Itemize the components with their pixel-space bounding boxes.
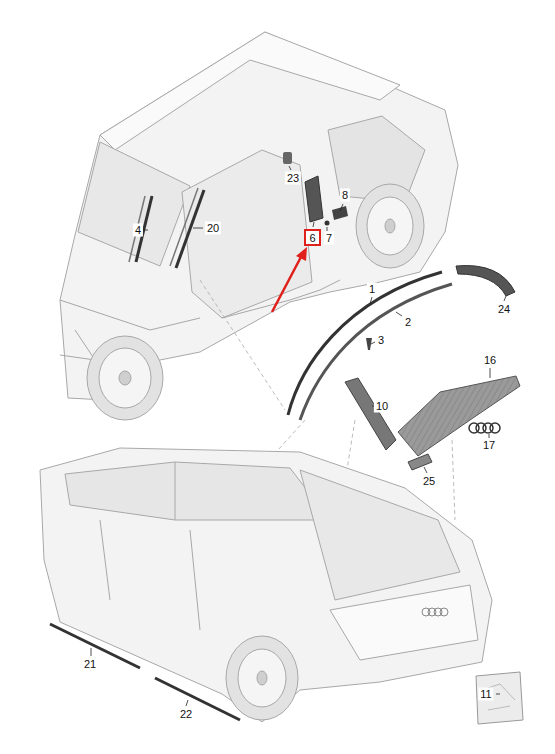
highlight-arrow <box>272 255 302 312</box>
clip <box>283 152 292 164</box>
callout-number: 2 <box>403 316 413 329</box>
callout-number: 17 <box>481 439 497 452</box>
car-rear-view <box>40 448 492 722</box>
callout-number: 21 <box>82 658 98 671</box>
rings-emblem <box>469 423 500 433</box>
callout-number: 1 <box>367 283 377 296</box>
rear-trim-panel <box>398 376 520 456</box>
callout-number: 16 <box>482 354 498 367</box>
callout-number: 24 <box>496 303 512 316</box>
parts-bag <box>476 672 523 724</box>
small-part <box>408 454 432 470</box>
pillar-strip <box>176 190 204 268</box>
leader-lines <box>91 166 506 706</box>
callout-number: 8 <box>340 189 350 202</box>
pillar-trim <box>305 176 323 222</box>
callout-number: 23 <box>285 172 301 185</box>
highlight-box: 6 <box>304 229 321 246</box>
screw <box>325 221 330 226</box>
window-strip <box>300 284 452 420</box>
highlight-arrowhead <box>296 247 307 261</box>
pillar-strip-edge <box>170 188 198 266</box>
callout-number: 3 <box>376 334 386 347</box>
car-front-view <box>60 32 458 420</box>
callout-number: 10 <box>374 400 390 413</box>
trim-piece <box>332 206 348 220</box>
callout-number: 4 <box>133 224 143 237</box>
trim-strip <box>456 266 515 296</box>
pillar-trim <box>345 378 396 450</box>
pillar-strip-edge <box>129 196 145 262</box>
callout-number: 22 <box>178 708 194 721</box>
sill-strip <box>155 678 240 720</box>
callout-number: 25 <box>421 475 437 488</box>
callout-number: 7 <box>324 232 334 245</box>
rings-emblem <box>422 608 448 616</box>
callout-number: 6 <box>309 233 316 244</box>
callout-number: 20 <box>205 222 221 235</box>
callout-number: 11 <box>478 688 493 701</box>
